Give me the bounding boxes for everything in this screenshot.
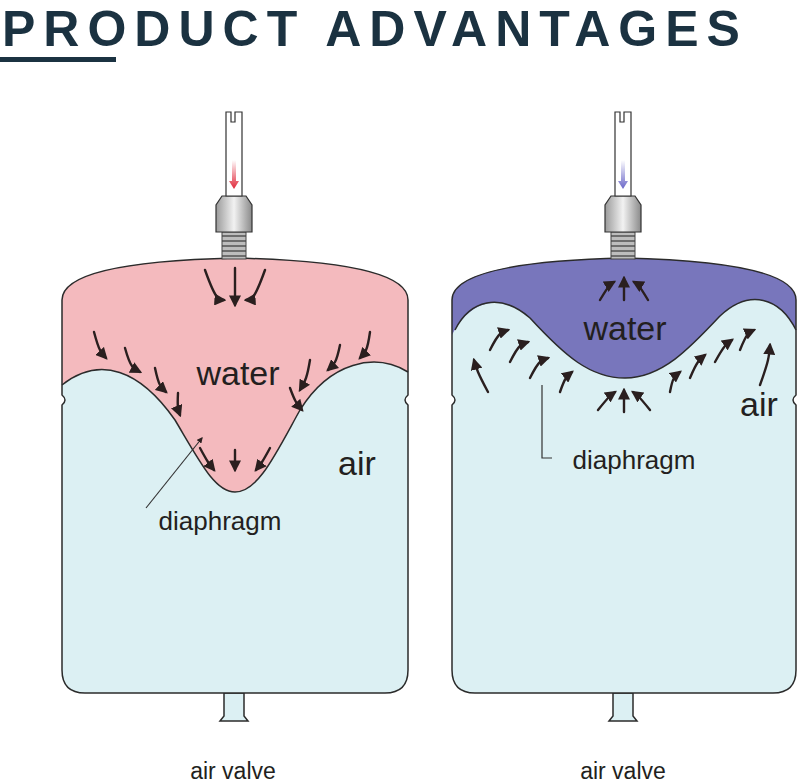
flow-arrow: [229, 160, 239, 189]
thread-fitting: [222, 232, 246, 259]
inlet-pipe: [226, 112, 242, 196]
flow-arrow: [234, 450, 236, 470]
flow-arrow: [715, 340, 732, 362]
right-tank: [452, 112, 796, 721]
flow-arrow: [94, 332, 106, 358]
title-underline: [0, 57, 116, 62]
water-chamber: [62, 240, 408, 492]
flow-arrow: [560, 372, 572, 392]
part-label: water: [196, 356, 279, 390]
air-valve-stem: [609, 693, 637, 721]
air-chamber: [452, 258, 796, 693]
flow-arrow: [623, 390, 625, 412]
flow-arrow: [690, 355, 705, 378]
flow-arrows: [94, 268, 770, 470]
flow-arrow: [600, 282, 614, 300]
part-label: air: [338, 446, 376, 480]
part-label: water: [583, 311, 666, 345]
flow-arrow: [125, 348, 140, 372]
left-tank: [62, 112, 408, 721]
hex-nut: [605, 196, 641, 232]
flow-arrow: [530, 358, 548, 378]
flow-arrow: [290, 388, 302, 410]
flow-arrow: [760, 345, 770, 385]
tank-outline: [452, 258, 796, 693]
flow-arrow: [670, 372, 680, 392]
water-chamber: [452, 240, 796, 378]
leader-line: [542, 385, 552, 458]
flow-arrow: [234, 268, 236, 305]
flow-arrow: [256, 448, 270, 470]
flow-arrow: [510, 342, 528, 362]
flow-arrow: [634, 282, 648, 300]
leader-line: [146, 438, 202, 508]
flow-arrow: [474, 360, 488, 392]
part-label: air: [740, 387, 778, 421]
part-label: diaphragm: [573, 447, 696, 473]
part-label: diaphragm: [159, 508, 282, 534]
part-label: air valve: [190, 760, 276, 783]
hex-nut: [216, 196, 252, 232]
flow-arrow: [740, 330, 754, 350]
outlet-pipe: [615, 112, 631, 196]
page-title: PRODUCT ADVANTAGES: [2, 4, 748, 54]
flow-arrow: [623, 278, 625, 300]
flow-arrow: [598, 392, 615, 410]
flow-arrow: [328, 345, 340, 370]
diaphragm-line: [455, 300, 796, 378]
flow-arrow: [633, 392, 650, 410]
flow-arrow: [300, 360, 310, 390]
part-label: air valve: [580, 760, 666, 783]
thread-fitting: [611, 232, 635, 259]
flow-arrow: [205, 270, 224, 300]
tank-outline: [62, 258, 408, 693]
flow-arrow: [200, 448, 214, 470]
flow-arrow: [178, 393, 180, 415]
flow-arrow: [246, 270, 265, 300]
flow-arrow: [360, 332, 370, 358]
flow-arrow: [618, 160, 628, 189]
flow-arrow: [490, 330, 508, 350]
flow-arrow: [155, 368, 166, 392]
air-valve-stem: [220, 693, 248, 721]
